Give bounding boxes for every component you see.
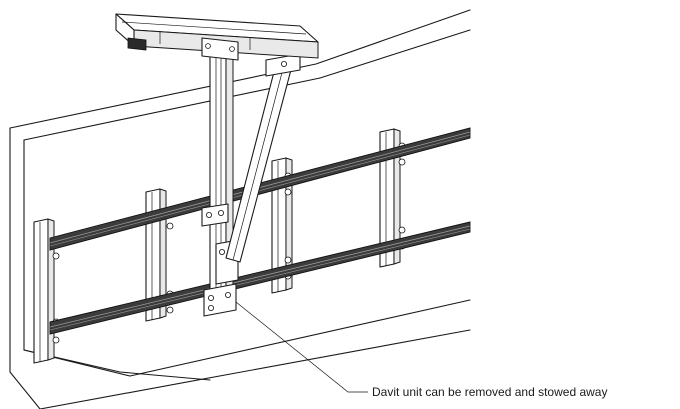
bolt — [229, 46, 235, 52]
bolt — [280, 61, 287, 68]
davit-mast — [201, 49, 239, 317]
bolt — [284, 256, 292, 264]
bolt — [398, 226, 406, 234]
bolt — [52, 336, 60, 344]
callout-leader-line — [235, 301, 368, 393]
bolt — [166, 222, 174, 230]
bolt — [218, 248, 225, 255]
diagonal-brace — [225, 53, 301, 263]
davit-arm — [115, 13, 319, 61]
bolt — [224, 291, 231, 298]
bolt — [52, 252, 60, 260]
bolt — [207, 294, 214, 301]
lower-rail — [49, 221, 471, 335]
bolt — [217, 209, 224, 216]
bolt — [398, 158, 406, 166]
bolt — [166, 306, 174, 314]
bolt — [205, 211, 212, 218]
callout-label: Davit unit can be removed and stowed awa… — [372, 385, 607, 399]
concrete-wall — [9, 9, 471, 409]
bolt — [207, 304, 214, 311]
bolt — [205, 43, 211, 49]
bolt — [284, 188, 292, 196]
post-3 — [271, 157, 293, 294]
